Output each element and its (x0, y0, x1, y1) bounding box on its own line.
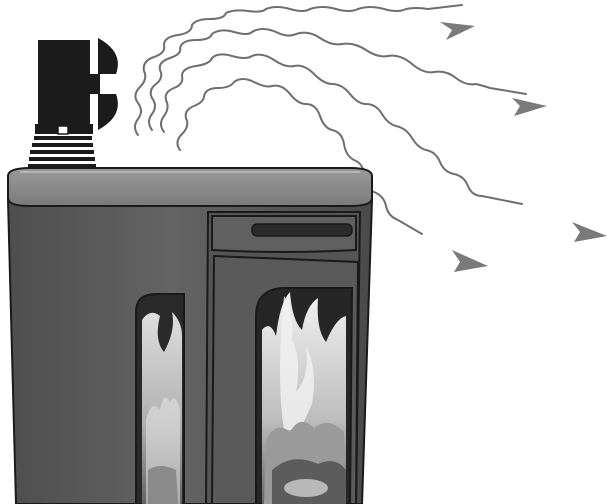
air-vent-slot (252, 224, 352, 236)
fan-blade-top (98, 38, 118, 74)
fan-heat-fins (28, 136, 96, 168)
airflow-arrow-icon (440, 22, 475, 40)
fan-blade-bottom (98, 94, 118, 130)
fan-hub (90, 74, 100, 94)
airflow-arrow-2 (149, 29, 526, 130)
fan-label-plate (58, 126, 68, 134)
airflow-arrow-icon (512, 98, 547, 116)
airflow-arrowheads (440, 22, 607, 272)
airflow-arrow-icon (452, 250, 488, 272)
stove-top-plate (8, 168, 372, 206)
wood-stove-icon (8, 168, 372, 504)
airflow-arrow-icon (572, 222, 607, 242)
fan-motor-housing (38, 40, 90, 128)
stove-fan-icon (28, 38, 118, 168)
